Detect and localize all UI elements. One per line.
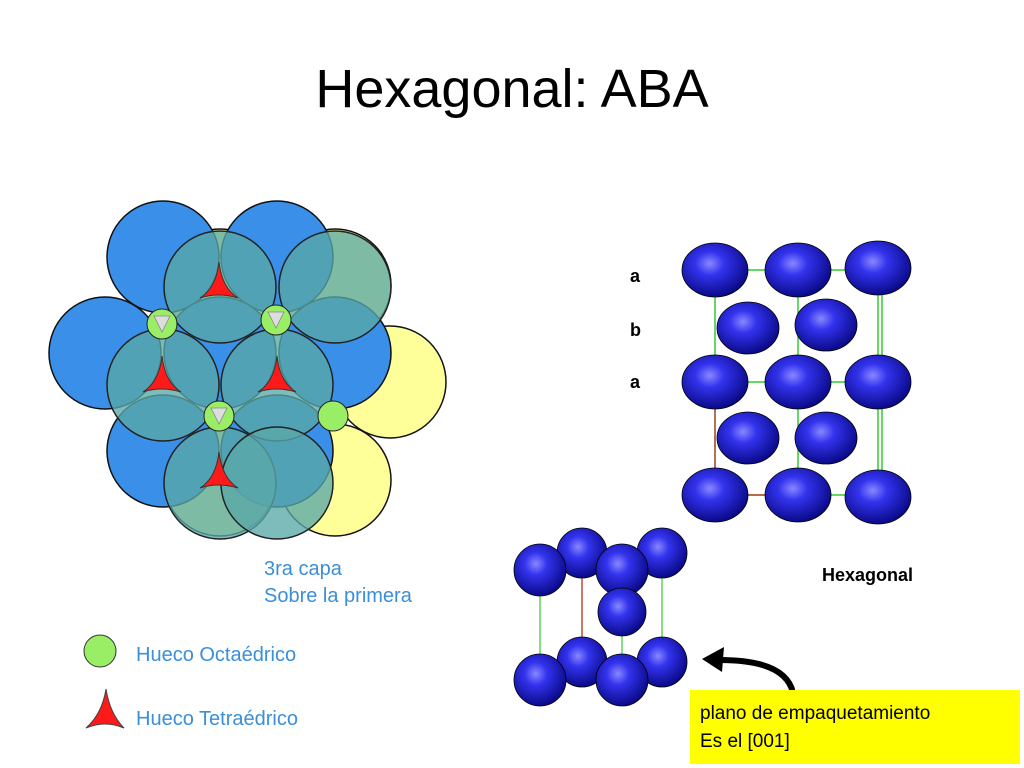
tetrahedral-legend-label: Hueco Tetraédrico [136,708,298,730]
atom [681,242,749,298]
hexagonal-label: Hexagonal [822,565,914,585]
octahedral-hole-icon [317,400,349,432]
tetrahedral-legend-icon [85,688,125,729]
atom [681,354,749,410]
note-line-2: Es el [001] [700,731,790,752]
atom [681,467,749,523]
layer-label-top: a [630,266,641,286]
atom [764,242,832,298]
atom [597,587,647,637]
teal-sphere [278,230,392,344]
caption-line-1: 3ra capa [264,558,342,580]
layer-label-bottom: a [630,372,641,392]
curved-arrow-icon [717,657,796,696]
arrow-head-icon [702,647,724,672]
tetrahedral-holes [142,261,297,489]
atom [794,298,858,352]
third-layer-caption: 3ra capa Sobre la primera [264,556,412,610]
tetrahedral-hole-icon [199,451,239,489]
atom [716,411,780,465]
octahedral-legend-label: Hueco Octaédrico [136,644,297,666]
atom [794,411,858,465]
tetrahedral-hole-icon [257,355,297,393]
note-line-1: plano de empaquetamiento [700,703,931,724]
atom [513,653,567,707]
atom [764,354,832,410]
atom [716,301,780,355]
tetrahedral-hole-icon [199,261,239,299]
layer-label-middle: b [630,320,641,340]
atom [595,653,649,707]
atom [844,240,912,296]
packing-plane-note: plano de empaquetamiento Es el [001] [690,690,1020,764]
atom [764,467,832,523]
caption-line-2: Sobre la primera [264,585,412,607]
atom [844,354,912,410]
tetrahedral-hole-icon [142,355,182,393]
octahedral-legend-icon [83,634,117,668]
teal-sphere [220,426,334,540]
atom [513,543,567,597]
unit-cell-atoms [513,527,688,707]
atom [844,469,912,525]
slide-title: Hexagonal: ABA [315,59,709,119]
hexagonal-cell-atoms [681,240,912,525]
